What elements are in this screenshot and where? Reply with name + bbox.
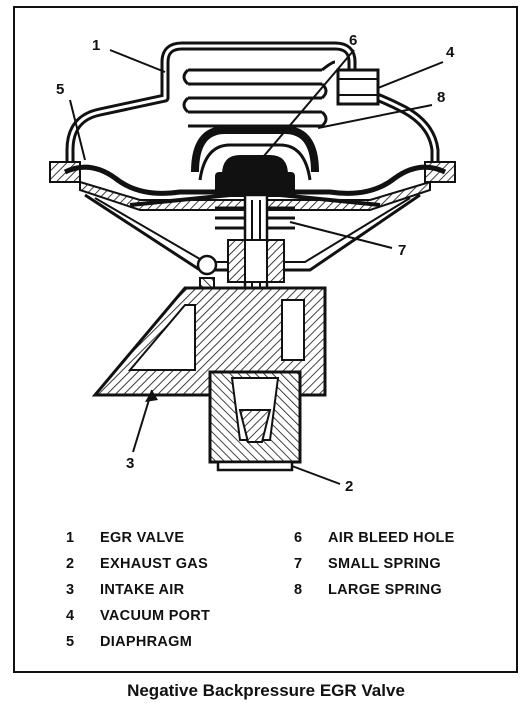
valve-seat <box>208 370 302 472</box>
legend-item: 3 INTAKE AIR <box>66 582 184 598</box>
legend-label: VACUUM PORT <box>100 608 211 624</box>
legend-item: 6 AIR BLEED HOLE <box>294 530 455 546</box>
legend-number: 8 <box>294 582 303 598</box>
legend-label: AIR BLEED HOLE <box>328 530 455 546</box>
legend-label: INTAKE AIR <box>100 582 185 598</box>
legend-item: 4 VACUUM PORT <box>66 608 210 624</box>
legend-label: SMALL SPRING <box>328 556 441 572</box>
callout-1: 1 <box>92 37 101 54</box>
base-casting <box>91 286 327 397</box>
callout-2: 2 <box>345 478 354 495</box>
legend-number: 5 <box>66 634 75 650</box>
legend-number: 6 <box>294 530 303 546</box>
figure-caption: Negative Backpressure EGR Valve <box>127 681 405 700</box>
large-spring <box>182 60 336 128</box>
legend-item: 2 EXHAUST GAS <box>66 556 208 572</box>
legend-item: 1 EGR VALVE <box>66 530 184 546</box>
callout-4: 4 <box>446 44 455 61</box>
legend: 1 EGR VALVE 2 EXHAUST GAS 3 INTAKE AIR 4 VAC… <box>0 527 532 657</box>
legend-label: DIAPHRAGM <box>100 634 193 650</box>
legend-item: 8 LARGE SPRING <box>294 582 442 598</box>
legend-number: 7 <box>294 556 303 572</box>
legend-number: 4 <box>66 608 75 624</box>
legend-number: 3 <box>66 582 75 598</box>
diaphragm <box>49 161 456 211</box>
legend-label: LARGE SPRING <box>328 582 442 598</box>
callout-7: 7 <box>398 242 407 259</box>
leader-lines <box>69 49 444 485</box>
egr-valve-diagram <box>49 41 456 485</box>
callout-8: 8 <box>437 89 446 106</box>
legend-number: 2 <box>66 556 75 572</box>
legend-item: 5 DIAPHRAGM <box>66 634 192 650</box>
vacuum-port <box>336 68 380 106</box>
callout-3: 3 <box>126 455 135 472</box>
callout-5: 5 <box>56 81 65 98</box>
legend-item: 7 SMALL SPRING <box>294 556 441 572</box>
callout-6: 6 <box>349 32 358 49</box>
legend-label: EGR VALVE <box>100 530 185 546</box>
housing-cover <box>65 41 440 165</box>
arrowheads <box>145 158 258 402</box>
legend-number: 1 <box>66 530 75 546</box>
legend-label: EXHAUST GAS <box>100 556 209 572</box>
